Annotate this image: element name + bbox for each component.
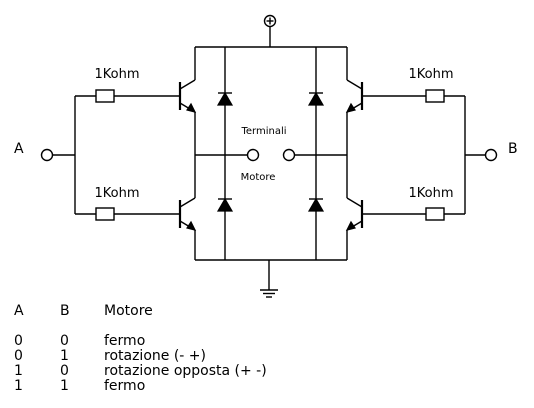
h-bridge-schematic: Terminali Motore: [14, 14, 518, 298]
resistor-right-upper: [425, 89, 445, 103]
cell-a: 1: [14, 363, 23, 379]
cell-motor-state: fermo: [104, 378, 146, 394]
cell-b: 1: [60, 378, 69, 394]
resistor-left-upper: [95, 89, 115, 103]
transistor-right-upper: [345, 79, 364, 113]
transistor-left-lower: [178, 197, 197, 231]
input-b-label: B: [508, 141, 518, 157]
transistor-left-upper: [178, 79, 197, 113]
resistor-left-lower: [95, 207, 115, 221]
resistor-left-lower-label: 1Kohm: [94, 186, 139, 201]
cell-b: 0: [60, 333, 69, 349]
cell-a: 1: [14, 378, 23, 394]
ground-symbol: [260, 260, 278, 298]
diode-right-upper: [307, 91, 325, 106]
diode-left-upper: [216, 91, 234, 106]
terminals-label: Terminali: [240, 126, 286, 137]
resistor-right-lower-label: 1Kohm: [408, 186, 453, 201]
diode-right-lower: [307, 197, 325, 212]
resistor-left-upper-label: 1Kohm: [94, 67, 139, 82]
cell-b: 0: [60, 363, 69, 379]
input-a-terminal: [40, 148, 54, 162]
cell-a: 0: [14, 348, 23, 364]
motor-label: Motore: [241, 172, 276, 183]
header-a: A: [14, 303, 24, 319]
header-b: B: [60, 303, 70, 319]
cell-motor-state: rotazione (- +): [104, 348, 206, 364]
resistor-right-lower: [425, 207, 445, 221]
diode-left-lower: [216, 197, 234, 212]
motor-terminal-left: [246, 148, 260, 162]
cell-a: 0: [14, 333, 23, 349]
cell-motor-state: fermo: [104, 333, 146, 349]
cell-b: 1: [60, 348, 69, 364]
input-b-terminal: [484, 148, 498, 162]
transistor-right-lower: [345, 197, 364, 231]
motor-terminal-right: [282, 148, 296, 162]
resistor-right-upper-label: 1Kohm: [408, 67, 453, 82]
cell-motor-state: rotazione opposta (+ -): [104, 363, 267, 379]
header-motor: Motore: [104, 303, 153, 319]
input-a-label: A: [14, 141, 24, 157]
supply-plus-symbol: [263, 14, 277, 28]
